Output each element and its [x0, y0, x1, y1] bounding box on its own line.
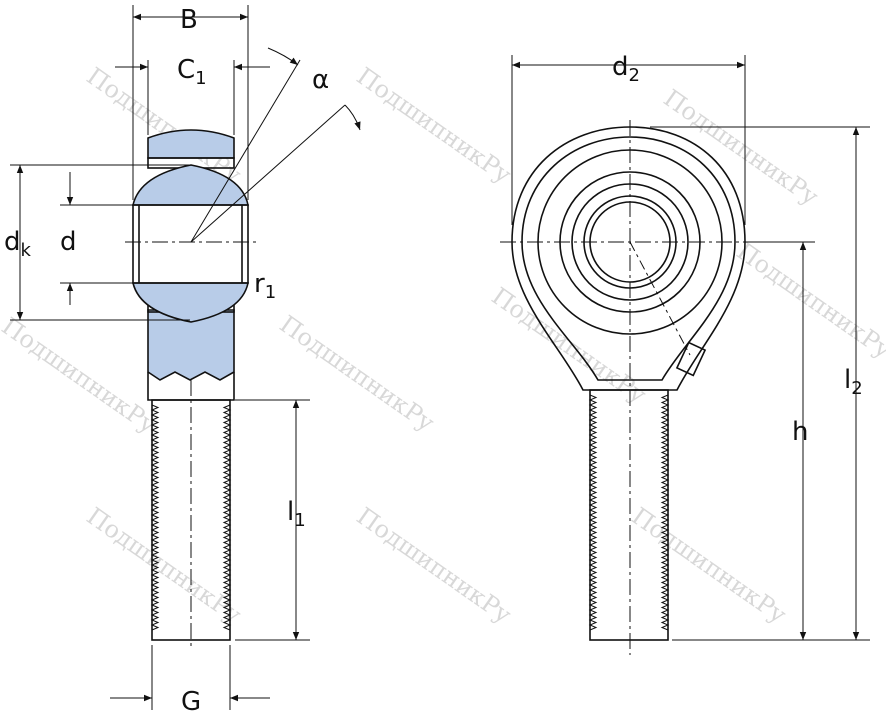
thread — [588, 394, 598, 631]
thread — [660, 394, 670, 631]
front-dimensions — [511, 55, 870, 641]
watermark: ПодшипникРу — [0, 312, 161, 439]
thread — [222, 404, 232, 631]
watermark: ПодшипникРу — [627, 502, 792, 629]
label-h: h — [792, 417, 808, 447]
watermark: ПодшипникРу — [352, 502, 517, 629]
watermark: ПодшипникРу — [82, 62, 247, 189]
label-C1: C1 — [177, 55, 207, 89]
label-l2: l2 — [844, 365, 863, 399]
label-G: G — [181, 687, 201, 717]
label-d2: d2 — [612, 52, 640, 86]
watermark: ПодшипникРу — [732, 237, 886, 364]
label-dk: dk — [4, 227, 32, 261]
dimension-labels: B C1 α dk d r1 l1 G d2 h l2 — [4, 5, 863, 717]
label-r1: r1 — [254, 269, 276, 303]
thread — [150, 404, 160, 631]
watermark: ПодшипникРу — [82, 502, 247, 629]
watermark: ПодшипникРу — [275, 310, 440, 437]
label-l1: l1 — [287, 497, 306, 531]
front-view — [500, 120, 760, 655]
watermark: ПодшипникРу — [659, 84, 824, 211]
side-dimensions — [10, 5, 361, 710]
label-B: B — [180, 5, 198, 35]
side-view — [125, 59, 346, 650]
watermark: ПодшипникРу — [352, 62, 517, 189]
label-alpha: α — [312, 65, 329, 95]
label-d: d — [60, 227, 77, 257]
